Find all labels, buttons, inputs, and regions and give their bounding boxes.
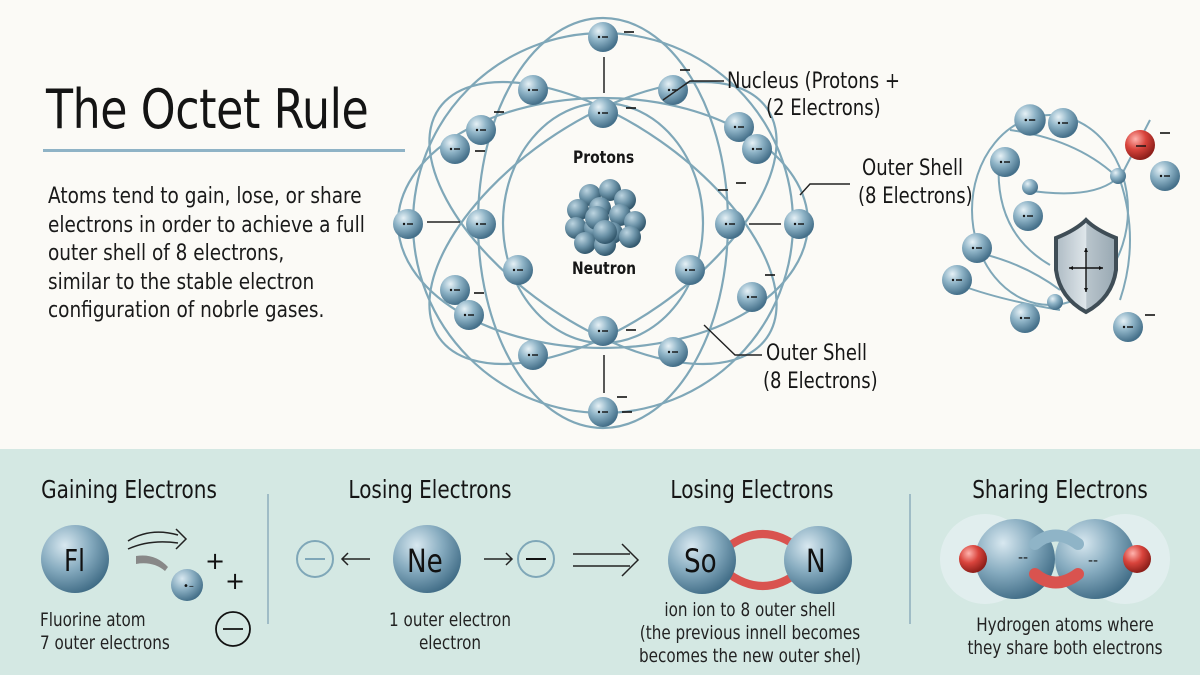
intro-paragraph: Atoms tend to gain, lose, or share elect… — [48, 183, 409, 326]
arrow-icon — [175, 528, 188, 550]
molecule-atoms — [941, 103, 1181, 343]
element-symbol-so: So — [684, 542, 717, 580]
electron-circle-icon — [296, 540, 334, 578]
ionic-caption: ion ion to 8 outer shell (the previous i… — [630, 599, 870, 668]
covalent-bond-illustration: -- -- — [940, 514, 1170, 604]
intro-line: outer shell of 8 electrons, — [48, 241, 285, 266]
svg-text:--: -- — [1088, 553, 1098, 569]
svg-text:•–: •– — [183, 581, 194, 592]
nucleus-callout-line1: Nucleus (Protons + — [727, 69, 900, 94]
caption-line: electron — [418, 632, 482, 654]
shield-icon — [1054, 217, 1118, 315]
element-symbol-n: N — [806, 542, 826, 580]
gaining-caption: Fluorine atom 7 outer electrons — [40, 609, 170, 655]
caption-line: Fluorine atom — [40, 609, 146, 631]
outer-shell-callout-bottom-line2: (8 Electrons) — [763, 369, 878, 394]
caption-line: Hydrogen atoms where — [976, 614, 1154, 636]
caption-line: 7 outer electrons — [40, 632, 170, 654]
caption-line: (the previous innell becomes — [639, 622, 861, 644]
electron-icon — [171, 569, 203, 601]
outer-shell-callout-right-line2: (8 Electrons) — [858, 184, 973, 209]
element-symbol-ne: Ne — [407, 542, 443, 580]
page-title: The Octet Rule — [46, 78, 369, 141]
gaining-illustration: •– + + — [41, 525, 251, 647]
shared-bond — [1029, 568, 1084, 589]
plus-sign: + — [205, 547, 225, 575]
outer-shell-callout-right-line1: Outer Shell — [862, 156, 963, 181]
minus-circle-icon — [215, 611, 251, 647]
losing-illustration — [296, 525, 555, 593]
title-underline — [43, 149, 405, 152]
fluorine-atom-icon — [41, 525, 109, 593]
double-arrow-icon — [573, 543, 640, 577]
neon-atom-icon — [393, 525, 461, 593]
intro-line: similar to the stable electron — [48, 269, 315, 295]
nucleus-cluster-icon — [565, 179, 646, 256]
plus-sign: + — [225, 567, 245, 595]
bottom-panel: Gaining Electrons •– + + Fl Fluorine ato… — [0, 449, 1200, 675]
minus-signs — [474, 31, 775, 413]
neutron-label: Neutron — [572, 259, 637, 279]
element-symbol-fl: Fl — [64, 544, 85, 579]
outer-shell-callout-bottom-line1: Outer Shell — [766, 341, 867, 366]
svg-text:--: -- — [1018, 550, 1028, 566]
caption-line: they share both electrons — [967, 637, 1163, 659]
section-divider — [267, 494, 269, 624]
callout-lines — [662, 80, 850, 356]
electron-red-icon — [1123, 545, 1151, 573]
losing-caption: 1 outer electron electron — [354, 609, 546, 655]
intro-line: electrons in order to achieve a full — [48, 212, 365, 238]
illustration-canvas — [392, 16, 1181, 430]
section-title-losing-1: Losing Electrons — [348, 475, 512, 504]
intro-line: Atoms tend to gain, lose, or share — [48, 184, 362, 209]
nitrogen-atom-icon — [784, 526, 852, 594]
sharing-caption: Hydrogen atoms where they share both ele… — [957, 614, 1173, 660]
caption-line: becomes the new outer shel) — [639, 645, 861, 667]
sodium-atom-icon — [668, 526, 736, 594]
protons-label: Protons — [573, 148, 635, 168]
molecule-cluster — [959, 114, 1151, 311]
electron-red-icon — [959, 545, 987, 573]
section-title-sharing: Sharing Electrons — [972, 475, 1148, 504]
connector-lines — [427, 57, 781, 393]
section-divider — [909, 494, 911, 624]
ionic-bond-illustration — [573, 526, 852, 594]
intro-line: configuration of nobrle gases. — [48, 298, 325, 323]
nucleus-callout-line2: (2 Electrons) — [766, 96, 881, 121]
section-title-gaining: Gaining Electrons — [41, 475, 217, 504]
electron-circle-icon — [517, 540, 555, 578]
caption-line: 1 outer electron — [389, 609, 511, 631]
section-title-losing-2: Losing Electrons — [670, 475, 834, 504]
caption-line: ion ion to 8 outer shell — [664, 599, 836, 621]
